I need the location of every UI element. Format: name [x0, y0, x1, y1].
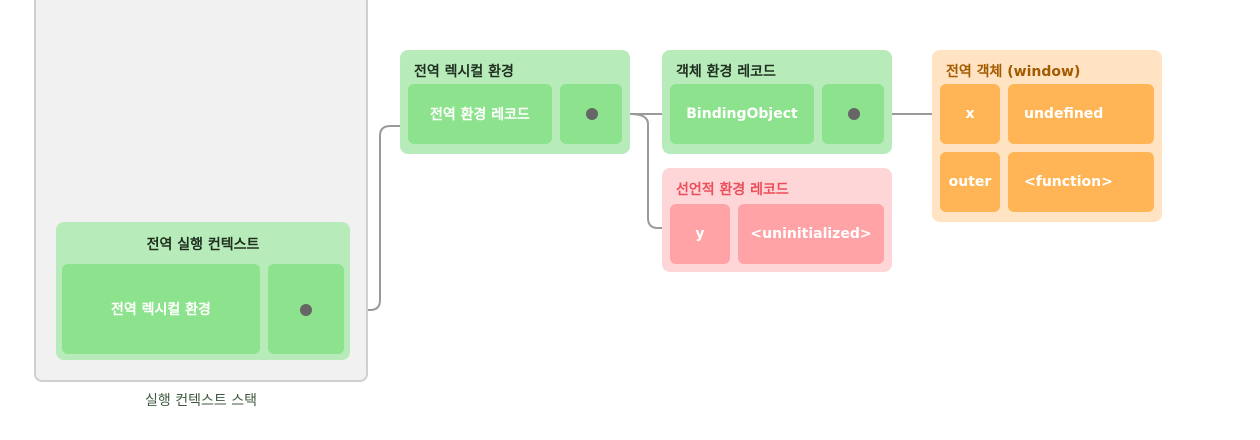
object-environment-record-title: 객체 환경 레코드: [676, 64, 776, 80]
ec-lexical-env-label: 전역 렉시컬 환경: [62, 264, 260, 354]
pointer-dot: [586, 108, 598, 120]
global-env-record-label: 전역 환경 레코드: [408, 84, 552, 144]
global-lexical-environment: 전역 렉시컬 환경 전역 환경 레코드: [400, 50, 630, 154]
declarative-environment-record-title: 선언적 환경 레코드: [676, 182, 789, 198]
connector-env-record-to-declarative-record: [629, 113, 664, 229]
global-object-title: 전역 객체 (window): [946, 64, 1081, 80]
property-value-cell: undefined: [1008, 84, 1154, 144]
pointer-dot: [300, 304, 312, 316]
global-lexical-environment-title: 전역 렉시컬 환경: [414, 64, 514, 80]
stack-caption: 실행 컨텍스트 스택: [145, 393, 257, 409]
property-name-cell: x: [940, 84, 1000, 144]
pointer-dot: [848, 108, 860, 120]
global-execution-context: 전역 실행 컨텍스트 전역 렉시컬 환경: [56, 222, 350, 360]
global-object: 전역 객체 (window) x undefined outer <functi…: [932, 50, 1162, 222]
binding-object-label: BindingObject: [670, 84, 814, 144]
property-value-cell: <function>: [1008, 152, 1154, 212]
connector-ec-to-lexical-env: [306, 125, 402, 311]
binding-value-cell: <uninitialized>: [738, 204, 884, 264]
global-execution-context-title: 전역 실행 컨텍스트: [146, 237, 260, 253]
binding-name-cell: y: [670, 204, 730, 264]
property-name-cell: outer: [940, 152, 1000, 212]
declarative-environment-record: 선언적 환경 레코드 y <uninitialized>: [662, 168, 892, 272]
object-environment-record: 객체 환경 레코드 BindingObject: [662, 50, 892, 154]
